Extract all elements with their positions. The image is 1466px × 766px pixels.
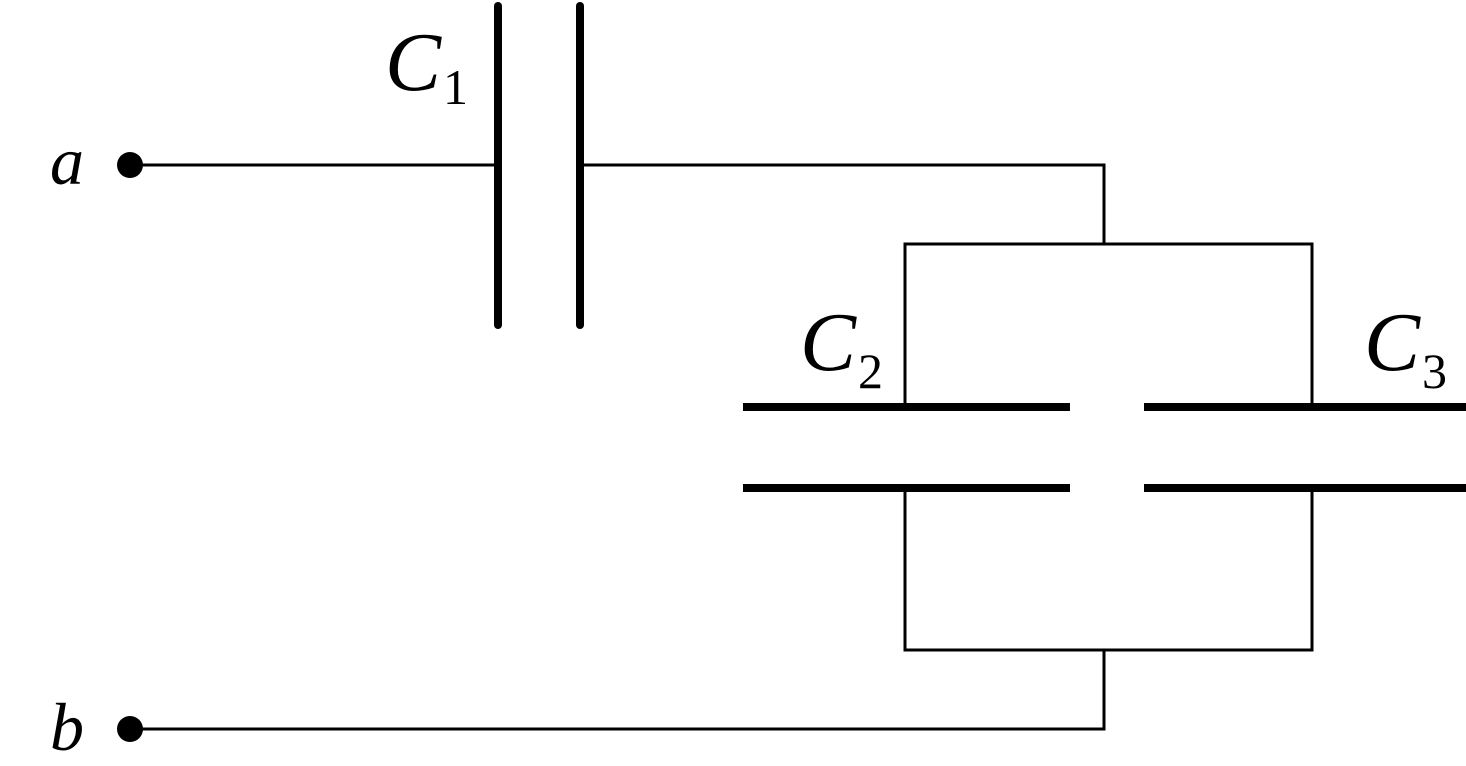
terminal-b-label: b bbox=[50, 689, 84, 765]
c3-subscript: 3 bbox=[1422, 343, 1447, 399]
c3-label: C3 bbox=[1364, 296, 1447, 399]
wire-junction-to-b bbox=[128, 648, 1106, 731]
c3-symbol: C bbox=[1364, 296, 1421, 389]
c1-subscript: 1 bbox=[443, 59, 468, 115]
c1-symbol: C bbox=[385, 16, 442, 109]
c2-symbol: C bbox=[800, 296, 857, 389]
c1-label: C1 bbox=[385, 16, 468, 115]
terminal-a-label: a bbox=[50, 123, 84, 199]
wire-bottom-bus bbox=[903, 486, 1314, 652]
c2-label: C2 bbox=[800, 296, 883, 399]
c2-subscript: 2 bbox=[858, 343, 883, 399]
wire-c1-to-junction-top bbox=[578, 163, 1106, 246]
wire-top-bus bbox=[903, 242, 1314, 409]
